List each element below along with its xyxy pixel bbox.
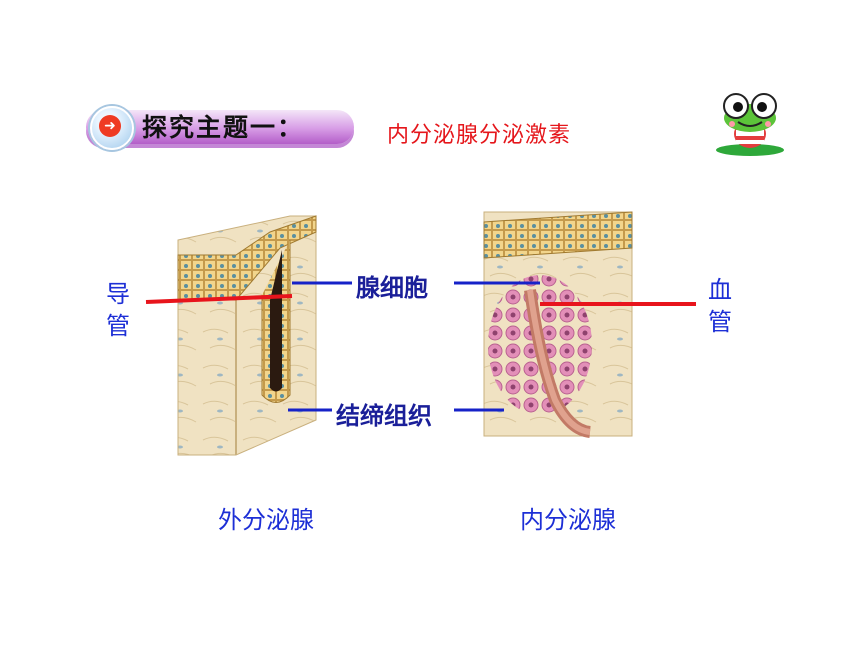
caption-endocrine: 内分泌腺	[520, 506, 616, 534]
arrow-right-icon: ➜	[99, 115, 121, 137]
label-gland-cell: 腺细胞	[352, 268, 432, 303]
topic-title: 探究主题一：	[142, 113, 305, 142]
label-blood-vessel: 血管	[708, 276, 732, 336]
page-title: 内分泌腺分泌激素	[387, 123, 572, 148]
label-duct: 导管	[106, 280, 130, 340]
label-connective-tissue: 结缔组织	[332, 396, 436, 431]
exocrine-gland-block	[177, 215, 317, 456]
duct-pointer-line	[145, 294, 293, 304]
caption-exocrine: 外分泌腺	[218, 506, 314, 534]
endocrine-gland-block	[483, 211, 633, 438]
frog-mascot-icon	[716, 93, 784, 156]
topic-banner: ➜	[72, 100, 357, 150]
